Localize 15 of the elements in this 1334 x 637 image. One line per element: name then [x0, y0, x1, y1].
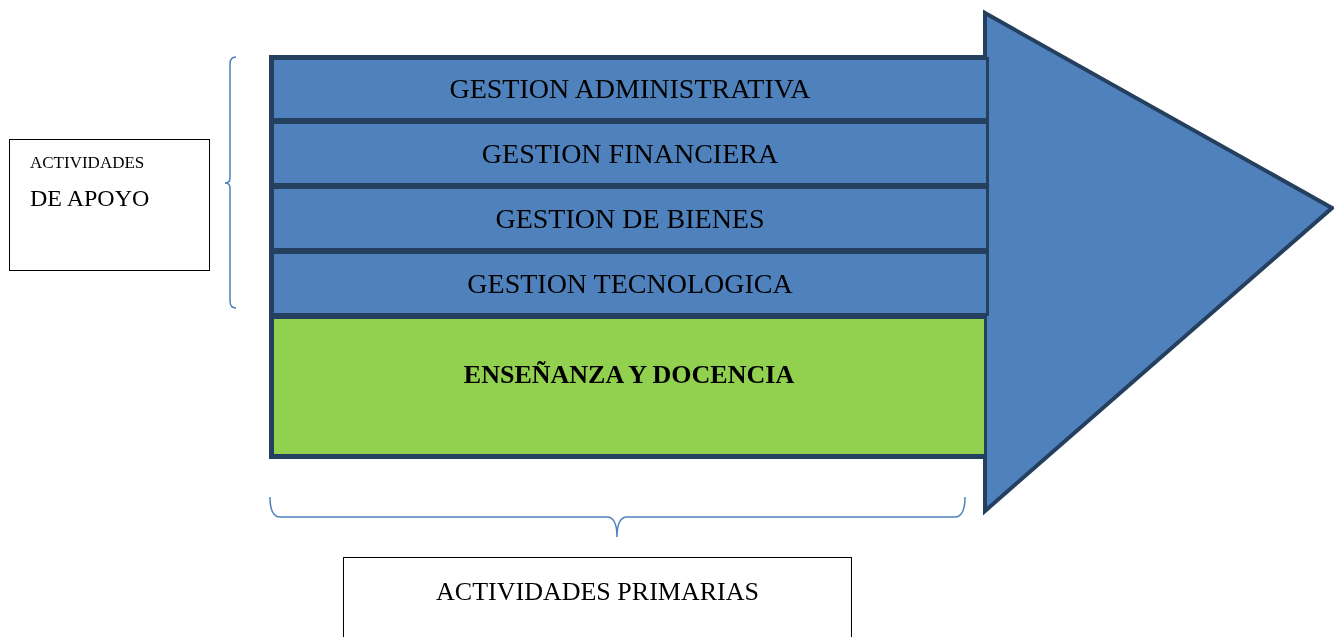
label-box	[343, 557, 852, 637]
activity-band	[271, 316, 987, 457]
activity-band	[271, 251, 989, 316]
band-label: GESTION ADMINISTRATIVA	[449, 72, 811, 106]
activity-band	[271, 121, 989, 186]
activity-band	[271, 186, 989, 251]
label-box	[9, 139, 210, 271]
band-label: ENSEÑANZA Y DOCENCIA	[463, 359, 795, 391]
band-label: GESTION DE BIENES	[495, 201, 765, 236]
activity-band	[271, 57, 989, 121]
box-label: ACTIVIDADES	[30, 152, 146, 174]
box-label: ACTIVIDADES PRIMARIAS	[436, 576, 759, 608]
band-label: GESTION TECNOLOGICA	[467, 266, 793, 301]
band-label: GESTION FINANCIERA	[481, 136, 779, 171]
box-label: DE APOYO	[30, 184, 151, 214]
